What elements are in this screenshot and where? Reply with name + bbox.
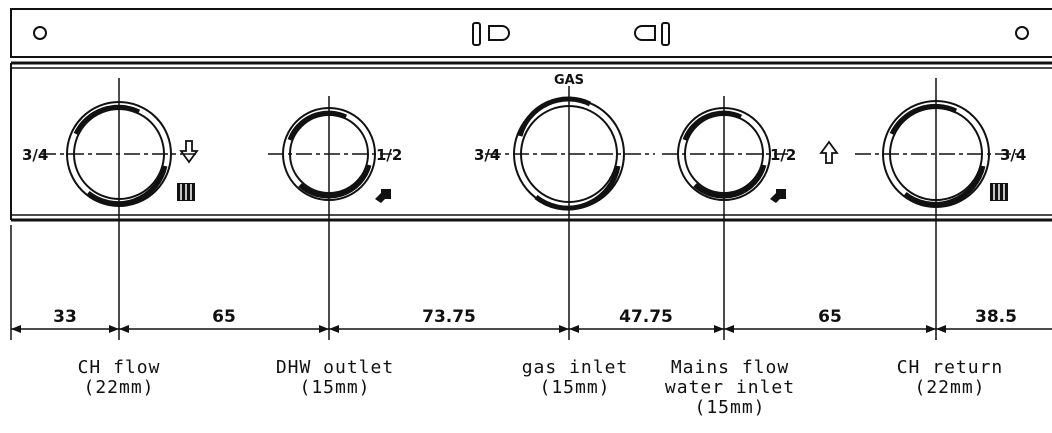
- radiator-icon: [177, 183, 195, 201]
- pipe-size-label: 3/4: [22, 146, 48, 164]
- label-line: (15mm): [299, 377, 371, 398]
- label-line: gas inlet: [521, 357, 629, 378]
- mounting-rail: [10, 8, 1052, 58]
- label-line: (22mm): [83, 377, 155, 398]
- mounting-slot-right-icon: [634, 22, 670, 46]
- label-line: CH return: [896, 357, 1004, 378]
- label-line: water inlet: [664, 377, 796, 398]
- arrow-up-icon: [819, 140, 839, 164]
- label-line: CH flow: [77, 357, 161, 378]
- pipe-size-label: 1/2: [376, 146, 402, 164]
- mains-inlet-connection: 1/2: [662, 96, 796, 225]
- dhw-outlet-label: DHW outlet (15mm): [255, 358, 415, 398]
- pipe-size-label: 3/4: [1000, 146, 1026, 164]
- dimension-value: 38.5: [975, 307, 1017, 327]
- fixing-hole-left-icon: [33, 26, 47, 40]
- mains-inlet-label: Mains flow water inlet (15mm): [650, 358, 810, 418]
- label-line: Mains flow: [670, 357, 790, 378]
- arrow-down-icon: [179, 140, 199, 164]
- pipe-size-label: 3/4: [474, 146, 500, 164]
- fixing-hole-right-icon: [1015, 26, 1029, 40]
- pipe-size-label: 1/2: [770, 146, 796, 164]
- ch-return-label: CH return (22mm): [870, 358, 1030, 398]
- ch-flow-connection: 3/4: [22, 78, 200, 225]
- mounting-slot-left-icon: [472, 22, 510, 46]
- dimension-value: 65: [818, 307, 842, 327]
- dimension-value: 73.75: [422, 307, 476, 327]
- ch-flow-label: CH flow (22mm): [50, 358, 188, 398]
- tap-icon: [375, 189, 391, 203]
- dimension-value: 47.75: [619, 307, 673, 327]
- gas-inlet-connection: GAS 3/4: [474, 73, 655, 225]
- label-line: (15mm): [539, 377, 611, 398]
- label-line: (22mm): [914, 377, 986, 398]
- tap-icon: [770, 189, 786, 203]
- connection-panel: [10, 61, 1052, 222]
- extension-lines: [10, 225, 937, 340]
- dhw-outlet-connection: 1/2: [268, 96, 402, 225]
- label-line: DHW outlet: [275, 357, 395, 378]
- dimension-value: 65: [212, 307, 236, 327]
- gas-inlet-label: gas inlet (15mm): [505, 358, 645, 398]
- ch-return-connection: 3/4: [855, 78, 1026, 225]
- radiator-icon: [990, 183, 1008, 201]
- dimension-value: 33: [53, 307, 77, 327]
- dimension-line: [11, 325, 1052, 333]
- label-line: (15mm): [694, 397, 766, 418]
- gas-label: GAS: [554, 73, 584, 88]
